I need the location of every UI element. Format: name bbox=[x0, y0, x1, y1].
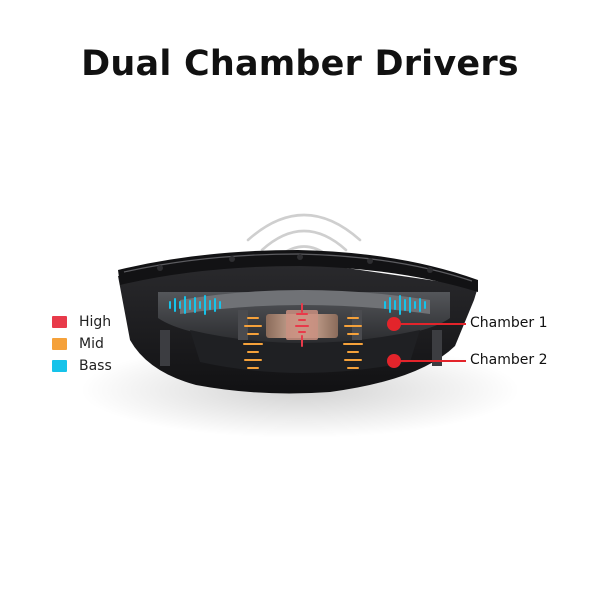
page-title: Dual Chamber Drivers bbox=[81, 44, 519, 84]
legend: High Mid Bass bbox=[52, 311, 112, 377]
inner-chamber bbox=[158, 290, 450, 373]
legend-swatch-high bbox=[52, 316, 67, 328]
mid-waveform bbox=[243, 317, 363, 369]
chamber2-label: Chamber 2 bbox=[470, 352, 548, 368]
chamber1-callout bbox=[387, 317, 466, 331]
high-waveform bbox=[295, 303, 309, 347]
chamber2-callout bbox=[387, 354, 466, 368]
legend-label-high: High bbox=[79, 314, 112, 330]
legend-label-bass: Bass bbox=[79, 358, 112, 374]
legend-label-mid: Mid bbox=[79, 336, 104, 352]
chamber1-label: Chamber 1 bbox=[470, 315, 548, 331]
legend-item-high: High bbox=[52, 311, 112, 333]
legend-item-mid: Mid bbox=[52, 333, 112, 355]
legend-swatch-bass bbox=[52, 360, 67, 372]
bass-waveform bbox=[169, 295, 426, 315]
legend-swatch-mid bbox=[52, 338, 67, 350]
legend-item-bass: Bass bbox=[52, 355, 112, 377]
